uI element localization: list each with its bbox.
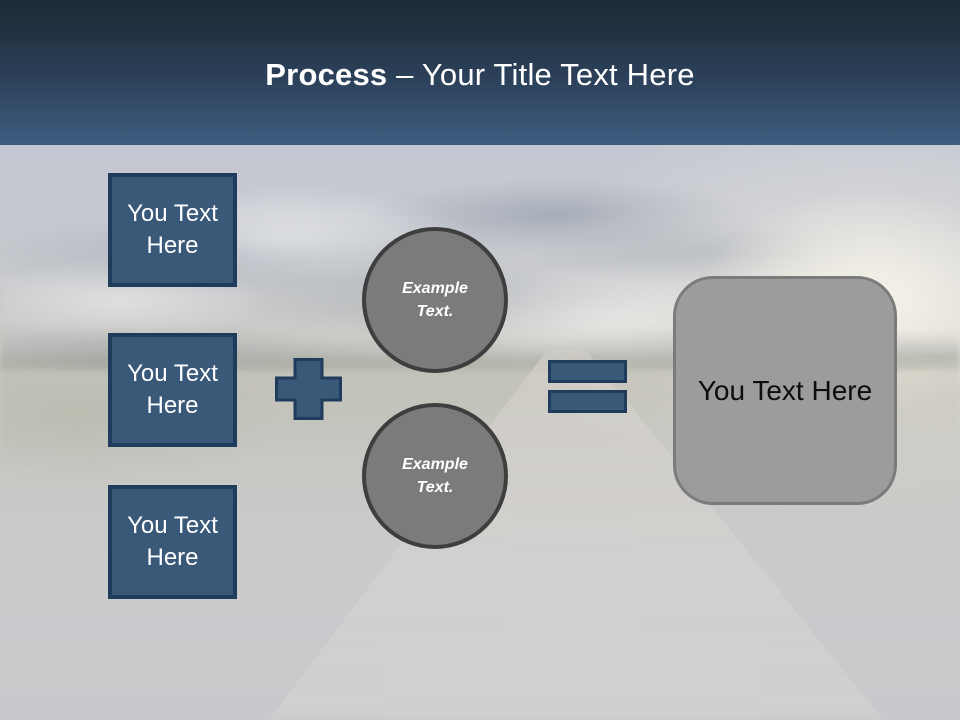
- equals-bar-top: [548, 360, 627, 383]
- header-band: Process – Your Title Text Here: [0, 0, 960, 145]
- input-box-2-label: You Text Here: [127, 360, 218, 419]
- process-circle-2-label: Example Text.: [402, 455, 468, 496]
- process-circle-1-label: Example Text.: [402, 279, 468, 320]
- slide-title-keyword: Process: [265, 56, 388, 92]
- slide-title: Process – Your Title Text Here: [265, 53, 694, 93]
- input-box-1: You Text Here: [108, 173, 237, 287]
- equals-icon: [548, 360, 627, 413]
- result-box: You Text Here: [673, 276, 897, 505]
- input-box-3-label: You Text Here: [127, 512, 218, 571]
- result-box-label: You Text Here: [697, 374, 873, 406]
- plus-icon: [275, 358, 342, 420]
- input-box-3: You Text Here: [108, 485, 237, 599]
- process-circle-1: Example Text.: [362, 227, 508, 373]
- process-circle-2: Example Text.: [362, 403, 508, 549]
- slide-title-subtitle: – Your Title Text Here: [396, 56, 695, 92]
- input-box-1-label: You Text Here: [127, 200, 218, 259]
- input-box-2: You Text Here: [108, 333, 237, 447]
- equals-bar-bottom: [548, 390, 627, 413]
